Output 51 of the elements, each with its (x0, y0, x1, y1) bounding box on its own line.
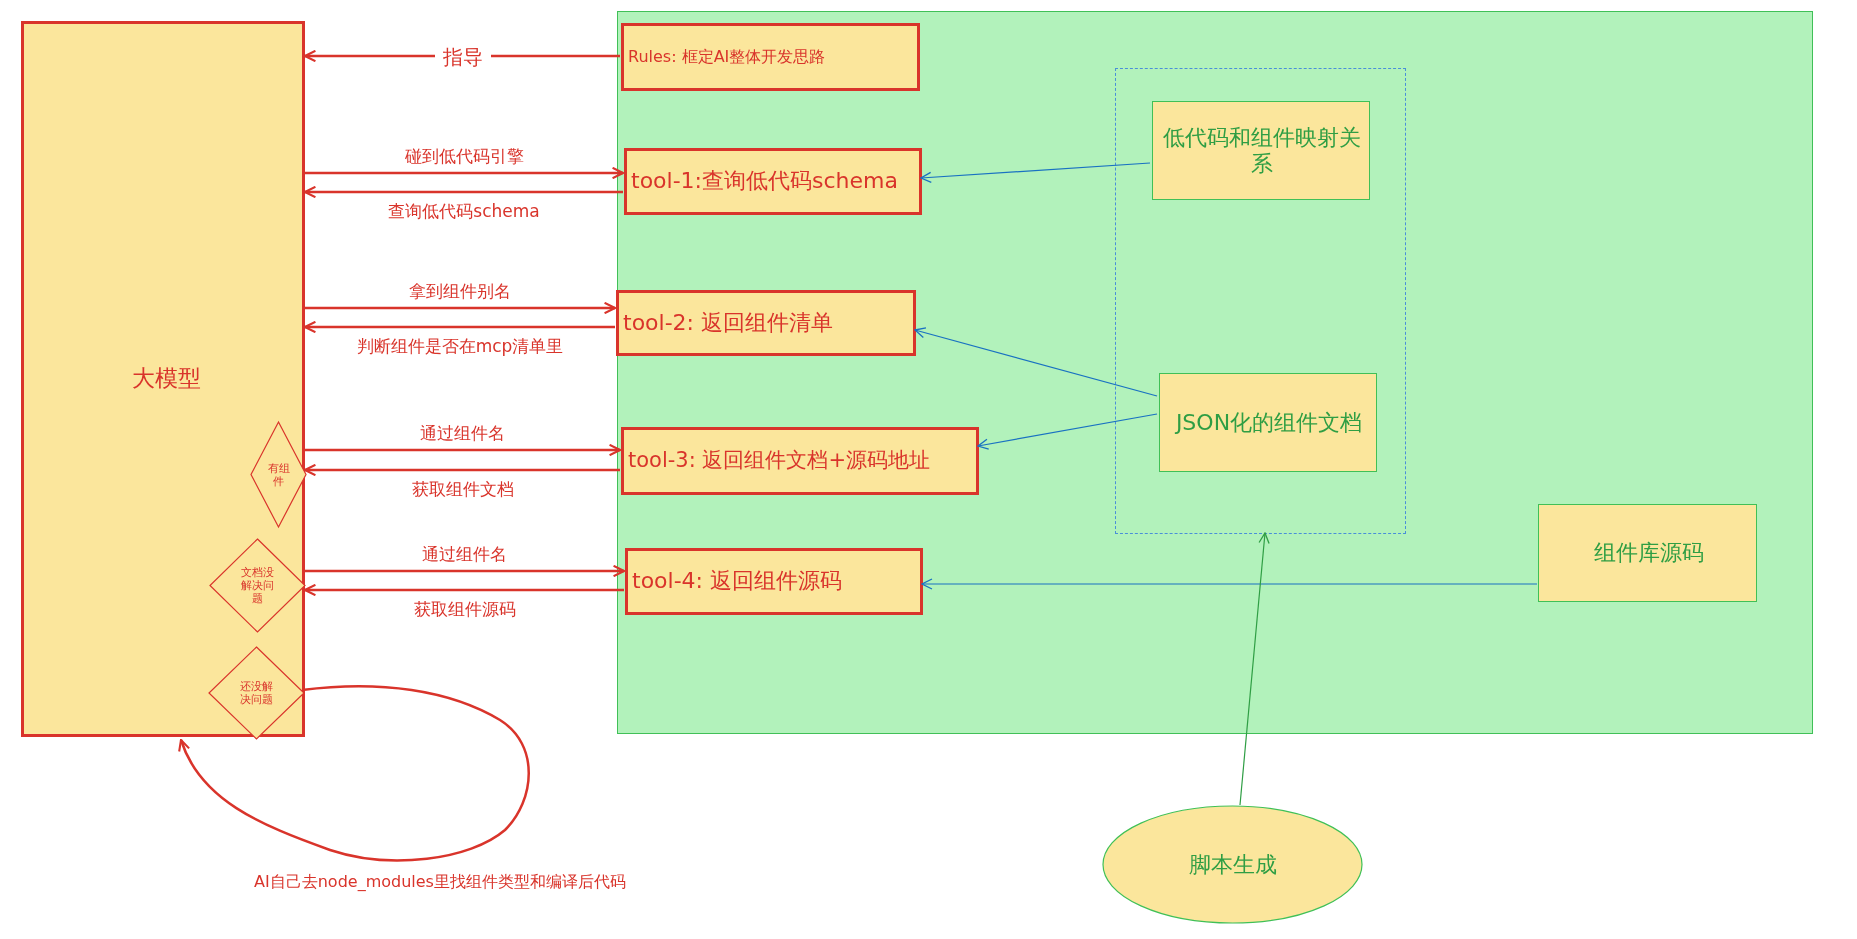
arrow (305, 443, 622, 457)
arrow (303, 463, 620, 477)
node-label: 组件库源码 (1592, 539, 1705, 567)
node-label: 低代码和组件映射关系 (1162, 124, 1362, 177)
tool-label: Rules: 框定AI整体开发思路 (628, 46, 826, 69)
arrow (178, 685, 530, 862)
arrow (303, 320, 615, 334)
node-label: 大模型 (130, 365, 202, 393)
edge-label: 获取组件文档 (410, 478, 515, 501)
process-ellipse (1102, 805, 1363, 924)
arrow (305, 166, 625, 180)
decision-diamond (208, 646, 305, 740)
source-box (1159, 373, 1377, 472)
edge-label: 碰到低代码引擎 (403, 145, 525, 168)
tool-box (625, 548, 923, 615)
tool-box (624, 148, 922, 215)
arrow (920, 162, 1151, 183)
edge-label: 拿到组件别名 (408, 280, 512, 303)
tool-label: tool-1:查询低代码schema (631, 167, 898, 196)
source-box (1538, 504, 1757, 602)
decision-label: 有组件 (266, 461, 291, 488)
arrow (305, 564, 626, 578)
node-label: 脚本生成 (1187, 851, 1278, 878)
tool-label: tool-4: 返回组件源码 (632, 567, 842, 596)
tool-box (621, 427, 979, 495)
source-box (1152, 101, 1370, 200)
node-label: JSON化的组件文档 (1174, 409, 1364, 436)
arrow (921, 578, 1538, 590)
arrow (977, 413, 1158, 450)
note-text: AI自己去node_modules里找组件类型和编译后代码 (251, 872, 629, 893)
arrow (303, 583, 624, 597)
edge-label: 通过组件名 (419, 422, 506, 445)
tool-label: tool-2: 返回组件清单 (623, 308, 833, 337)
model-box (21, 21, 305, 737)
edge-label: 查询低代码schema (387, 200, 541, 223)
rules-box (621, 23, 920, 91)
tool-box (616, 290, 916, 356)
edge-label: 获取组件源码 (412, 598, 517, 621)
dashed-group-box (1115, 68, 1406, 534)
arrow (303, 185, 623, 199)
arrow (305, 301, 617, 315)
arrow (1239, 532, 1270, 806)
arrow (914, 327, 1158, 397)
decision-label: 文档没解决问题 (240, 565, 275, 606)
server-area (617, 11, 1813, 734)
edge-label: 通过组件名 (421, 543, 508, 566)
decision-diamond (250, 421, 307, 528)
decision-diamond (209, 538, 306, 633)
decision-label: 还没解决问题 (239, 679, 274, 707)
edge-label: 判断组件是否在mcp清单里 (355, 335, 565, 358)
tool-label: tool-3: 返回组件文档+源码地址 (628, 447, 931, 475)
